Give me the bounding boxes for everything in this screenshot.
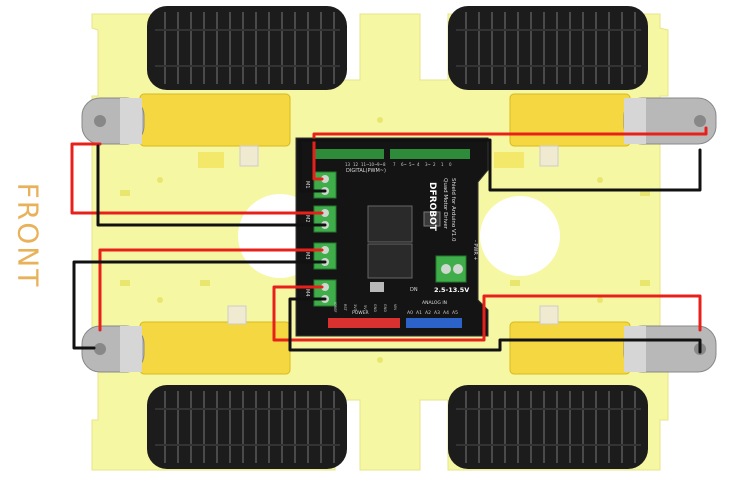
pin-label: 3V3 — [353, 304, 357, 311]
front-direction-label: FRONT — [6, 170, 50, 300]
terminal-m4-label: M4 — [304, 289, 310, 297]
analog-pin-labels: A0 A1 A2 A3 A4 A5 — [407, 310, 458, 316]
terminal-m2 — [313, 205, 337, 233]
pin-label: 8 — [383, 162, 386, 167]
wire-m1-red — [312, 126, 708, 181]
wire-m2-red — [70, 142, 324, 215]
pin-label: 4 — [417, 162, 420, 167]
terminal-m3-label: M3 — [304, 252, 310, 260]
terminal-m1 — [313, 171, 337, 199]
tire-front-top — [147, 6, 347, 90]
shield-voltage-label: 2.5-13.5V — [434, 286, 469, 294]
pin-label: A3 — [434, 310, 440, 316]
terminal-m4 — [313, 279, 337, 307]
shield-analog-label: ANALOG IN — [422, 300, 447, 306]
wire-m2-black — [96, 144, 327, 227]
motor-driver-shield: DIGITAL(PWM~) DFROBOT Quad Motor Driver … — [295, 137, 489, 337]
front-label-text: FRONT — [11, 182, 45, 288]
motor-rear-bottom — [509, 305, 717, 375]
motor-front-top — [81, 93, 291, 167]
shield-dn-label: DN — [410, 287, 418, 293]
pin-label: VIN — [393, 304, 397, 310]
shield-model-line2: Shield for Arduino V1.0 — [450, 178, 456, 242]
pin-label: 11~ — [361, 162, 369, 167]
pin-label: A1 — [416, 310, 422, 316]
pin-label: 5~ — [409, 162, 415, 167]
top-pin-labels: 13 12 11~ 10~ 9~ 8 7 6~ 5~ 4 3~ 2 1 0 — [345, 162, 452, 167]
wire-m4-red — [272, 285, 702, 342]
pin-label: 2 — [433, 162, 436, 167]
pin-label: RST — [343, 304, 347, 312]
pin-label: GND — [373, 304, 377, 312]
pin-label: IOREF — [333, 302, 337, 312]
wire-m1-black — [298, 138, 702, 193]
terminal-m1-label: M1 — [304, 181, 310, 189]
pin-label: 7 — [393, 162, 396, 167]
terminal-m2-label: M2 — [304, 215, 310, 223]
tire-front-bottom — [147, 385, 347, 469]
pin-label: 10~ — [369, 162, 377, 167]
pin-label: A5 — [452, 310, 458, 316]
pin-label: 12 — [353, 162, 359, 167]
wire-m3-black — [72, 260, 327, 350]
terminal-m3 — [313, 242, 337, 270]
pin-label: 0 — [449, 162, 452, 167]
motor-front-bottom — [81, 305, 291, 375]
pin-label: A4 — [443, 310, 449, 316]
shield-power-label: POWER — [352, 310, 369, 316]
pin-label: A2 — [425, 310, 431, 316]
shield-digital-label: DIGITAL(PWM~) — [346, 168, 386, 174]
tire-rear-top — [448, 6, 648, 90]
pin-label: GND — [383, 304, 387, 312]
wire-m3-red — [98, 248, 324, 332]
shield-brand: DFROBOT — [427, 182, 437, 232]
pin-label: 6~ — [401, 162, 407, 167]
tire-rear-bottom — [448, 385, 648, 469]
wire-m4-black — [288, 297, 702, 354]
pin-label: A0 — [407, 310, 413, 316]
shield-pwr-label: - PWR + — [472, 240, 478, 261]
pin-label: 1 — [441, 162, 444, 167]
shield-model-line1: Quad Motor Driver — [442, 178, 448, 230]
pin-label: 13 — [345, 162, 351, 167]
pin-label: 9~ — [377, 162, 383, 167]
pin-label: 3~ — [425, 162, 431, 167]
pin-label: 5V — [363, 305, 367, 310]
power-pin-labels: IOREF RST 3V3 5V GND GND VIN — [333, 302, 397, 312]
